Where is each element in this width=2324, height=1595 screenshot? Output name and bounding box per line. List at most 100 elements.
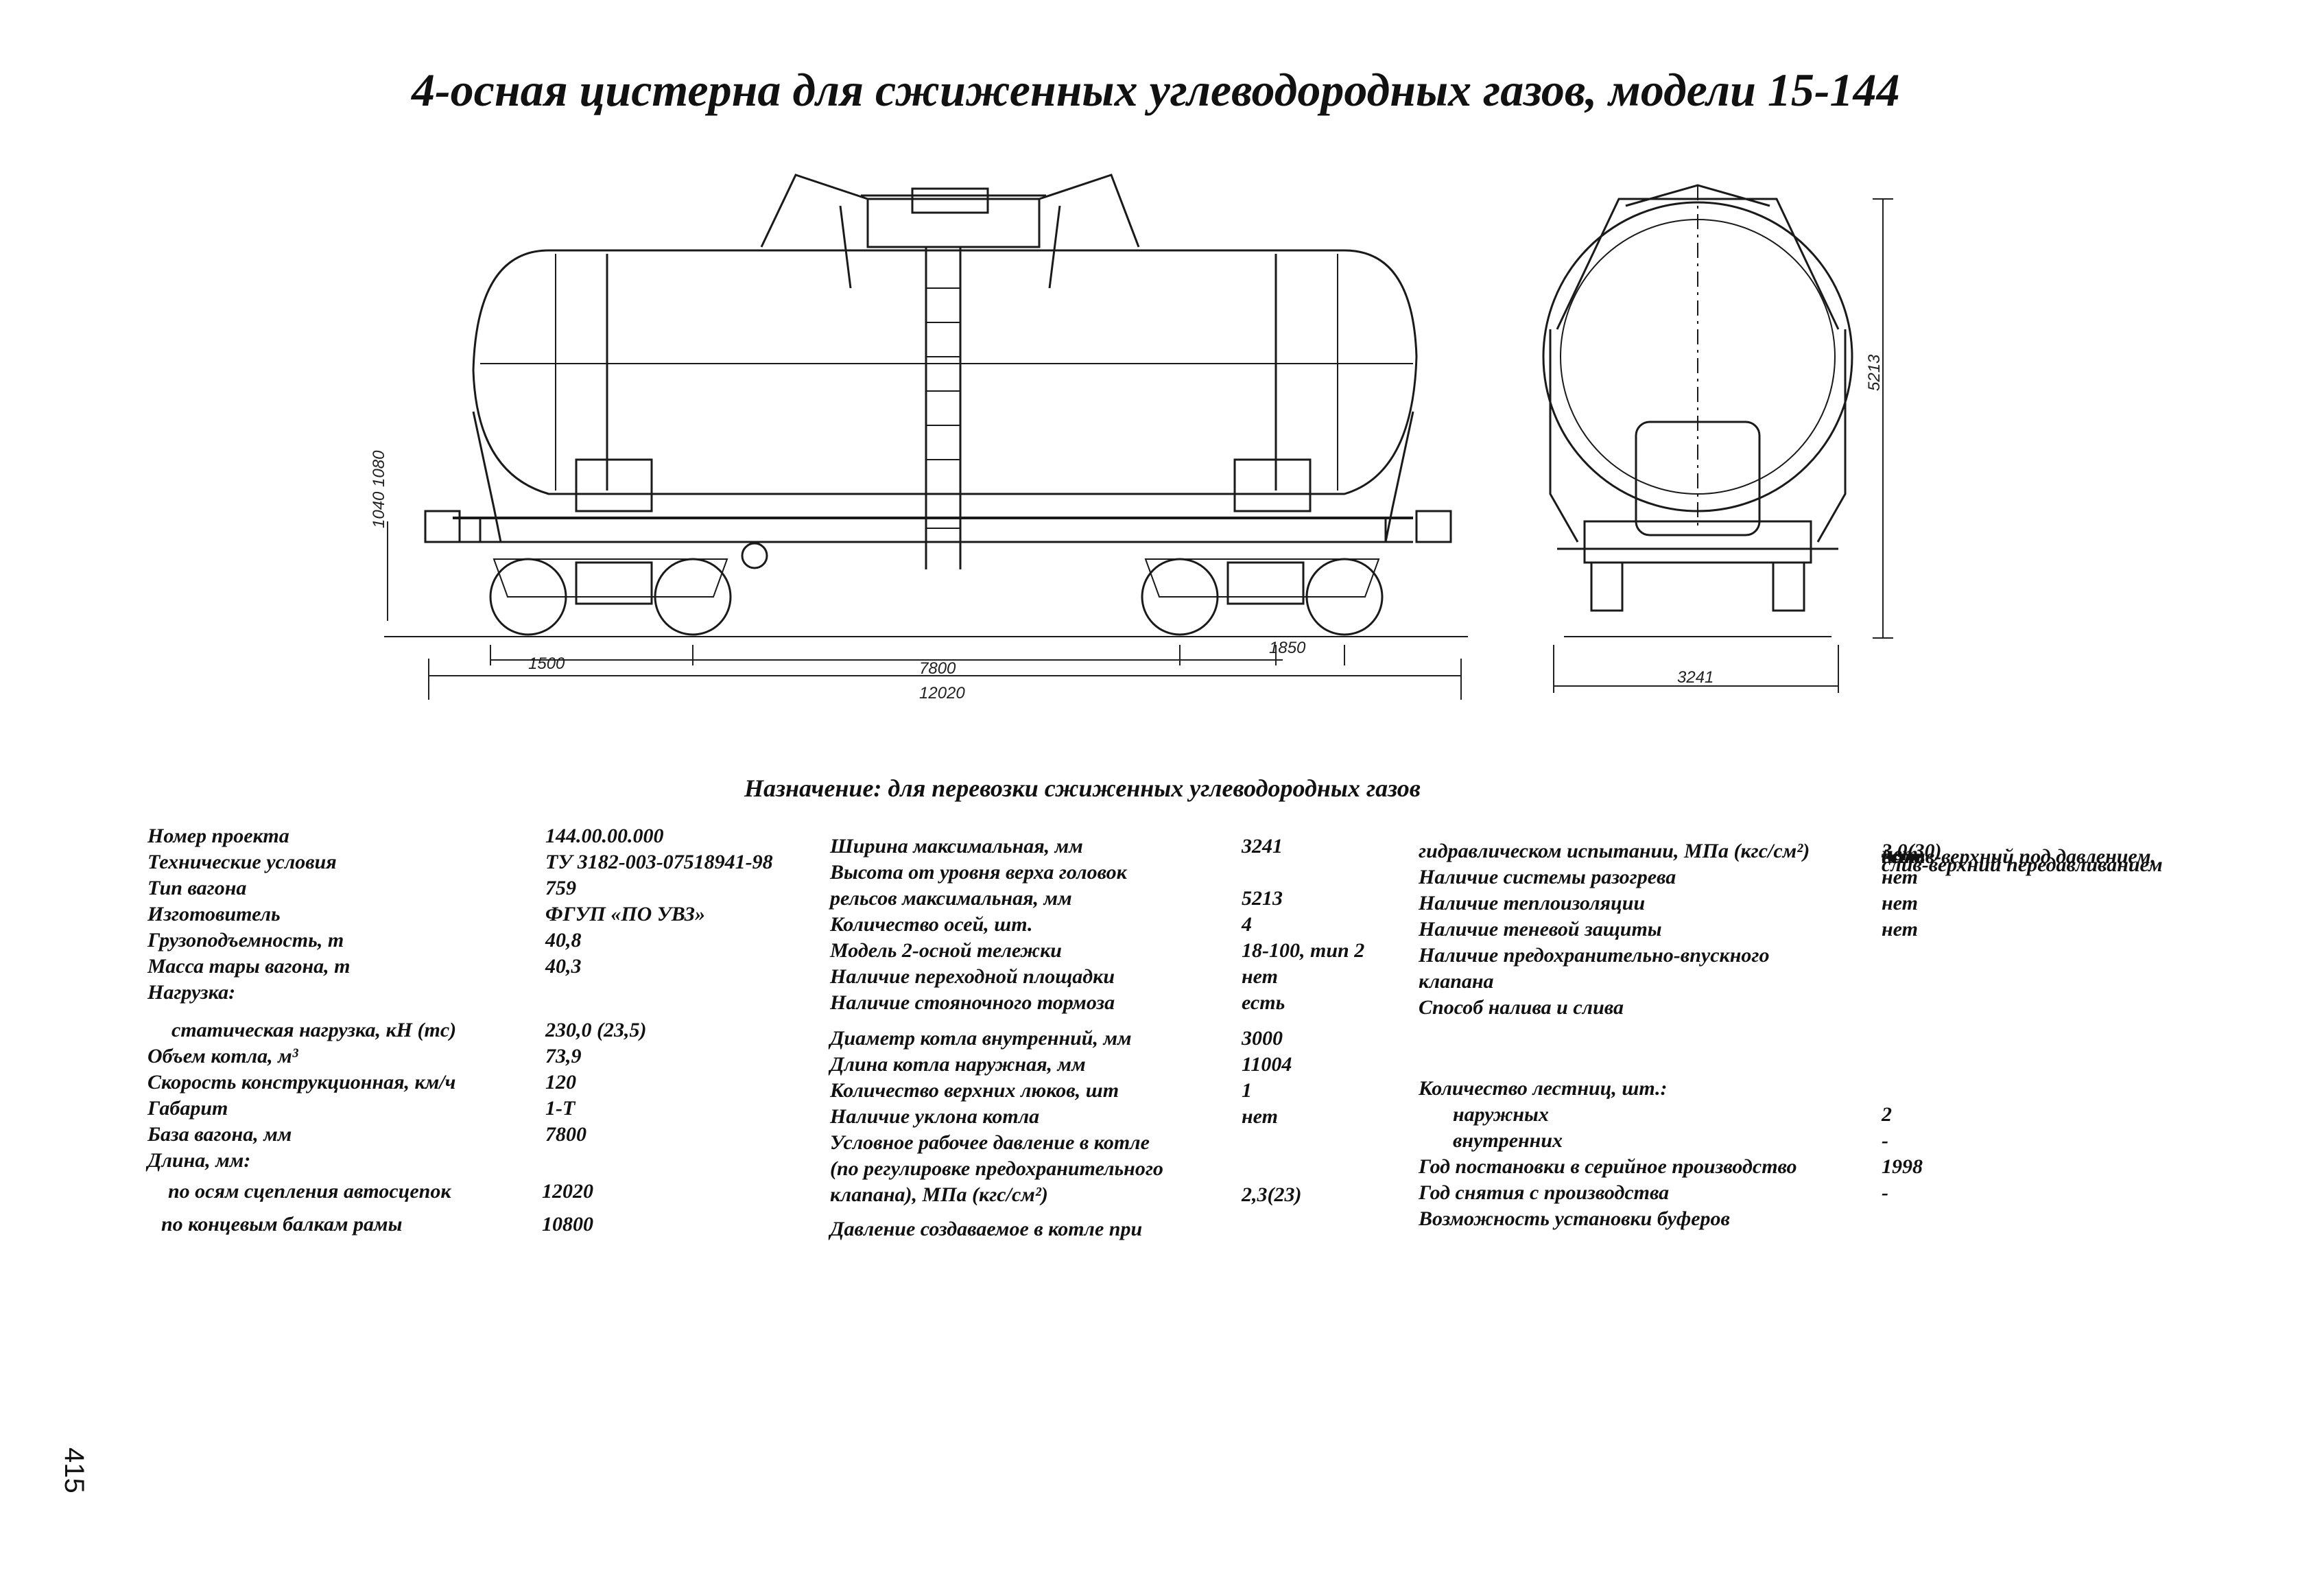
spec-value: 73,9 [545,1045,582,1067]
spec-value: 11004 [1242,1053,1292,1076]
spec-value: 1998 [1882,1155,1923,1178]
spec-value: нет [1882,892,1918,914]
spec-row: Масса тары вагона, т 40,3 [147,954,833,980]
spec-value: 1 [1242,1079,1252,1102]
tank-car-drawing: 1500 7800 1850 12020 1040 1080 3241 5213 [370,0,2324,702]
spec-value: нет [1882,866,1918,888]
spec-label: Грузоподъемность, т [147,929,344,952]
spec-value: 40,3 [545,955,582,978]
spec-value: нет [1882,842,1918,865]
spec-value: 2,3(23) [1242,1183,1302,1206]
spec-row: Объем котла, м³ 73,9 [147,1043,833,1070]
spec-value: 230,0 (23,5) [545,1019,647,1041]
spec-row: Год постановки в серийное производство 19… [1419,1154,2187,1180]
spec-row: внутренних- [1419,1128,2187,1154]
page-title: 4-осная цистерна для сжиженных углеводор… [412,64,1900,116]
spec-row: Наличие теплоизоляции нет [1419,890,2187,917]
spec-label: Наличие системы разогрева [1419,866,1676,888]
spec-label: рельсов максимальная, мм [830,887,1072,910]
spec-label: Диаметр котла внутренний, мм [830,1027,1132,1050]
spec-label: клапана), МПа (кгс/см²) [830,1183,1048,1206]
spec-value: есть [1242,991,1285,1014]
spec-label: Возможность установки буферов [1419,1207,1730,1230]
spec-value: ТУ 3182-003-07518941-98 [545,851,773,873]
spec-value: 120 [545,1071,576,1094]
spec-value: налив-верхний под давлением, [1882,845,2157,868]
spec-row: статическая нагрузка, кН (тс) 230,0 (23,5… [147,1017,833,1043]
spec-label: Год постановки в серийное производство [1419,1155,1797,1178]
spec-label: Наличие переходной площадки [830,965,1115,988]
spec-label: гидравлическом испытании, МПа (кгс/см²) [1419,840,1810,862]
spec-label: по осям сцепления автосцепок [168,1180,451,1203]
spec-row: Количество осей, шт. 4 [830,912,1413,938]
spec-column-1: Номер проекта 144.00.00.000 Технические у… [147,823,833,1238]
spec-label: Наличие стояночного тормоза [830,991,1115,1014]
spec-label: Масса тары вагона, т [147,955,351,978]
spec-row: (по регулировке предохранительного [830,1156,1413,1182]
page-number: 415 [59,1448,89,1493]
spec-value: 4 [1242,913,1252,936]
spec-row: Возможность установки буферов нет [1419,842,2187,1232]
dim-12020: 12020 [919,684,965,702]
spec-row: Номер проекта 144.00.00.000 [147,823,833,849]
spec-label: Технические условия [147,851,337,873]
spec-value: слив-верхний передавливанием [1882,853,2163,876]
spec-label: Условное рабочее давление в котле [830,1131,1150,1154]
spec-row: Диаметр котла внутренний, мм 3000 [830,1026,1413,1052]
spec-label: клапана [1419,970,1494,993]
spec-label: статическая нагрузка, кН (тс) [171,1019,457,1041]
spec-label: наружных [1453,1103,1549,1126]
spec-label: Наличие теплоизоляции [1419,892,1646,914]
spec-row: Технические условия ТУ 3182-003-07518941-… [147,849,833,875]
spec-value: есть [1882,845,1925,868]
spec-value: 10800 [542,1213,593,1236]
spec-row: слив-верхний передавливанием [1419,853,2187,1076]
spec-row: наружных 2 [1419,1102,2187,1128]
spec-value: 2 [1882,1103,1892,1126]
spec-label: Скорость конструкционная, км/ч [147,1071,456,1094]
spec-label: Модель 2-осной тележки [830,939,1062,962]
spec-label: Объем котла, м³ [147,1045,298,1067]
spec-label: Номер проекта [147,825,289,847]
spec-row: Количество лестниц, шт.: [1419,1076,2187,1102]
spec-row: Условное рабочее давление в котле [830,1130,1413,1156]
spec-row: Давление создаваемое в котле при [830,1216,1413,1242]
spec-value: 144.00.00.000 [545,825,664,847]
spec-value: 3000 [1242,1027,1283,1050]
spec-value: 1-Т [545,1097,576,1120]
spec-label: Количество лестниц, шт.: [1419,1077,1668,1100]
dim-1500: 1500 [528,654,565,673]
spec-value: - [1882,1129,1888,1152]
spec-label: Способ налива и слива [1419,996,1624,1019]
spec-row: Длина котла наружная, мм 11004 [830,1052,1413,1078]
spec-row: Длина, мм: [147,1148,833,1179]
purpose-heading: Назначение: для перевозки сжиженных угле… [744,775,1421,802]
spec-label: Количество верхних люков, шт [830,1079,1119,1102]
spec-row: Наличие стояночного тормоза есть [830,990,1413,1026]
spec-value: 3,0(30) [1882,840,1942,862]
spec-row: Количество верхних люков, шт 1 [830,1078,1413,1104]
spec-row: Скорость конструкционная, км/ч 120 [147,1070,833,1096]
spec-label: Количество осей, шт. [830,913,1033,936]
spec-row: Высота от уровня верха головок [830,860,1413,886]
spec-label: Изготовитель [147,903,281,925]
spec-value: - [1882,1181,1888,1204]
spec-value: 3241 [1242,835,1283,858]
spec-label: Длина котла наружная, мм [830,1053,1086,1076]
spec-label: База вагона, мм [147,1123,292,1146]
spec-label: Ширина максимальная, мм [830,835,1083,858]
spec-label: Наличие теневой защиты [1419,918,1662,941]
spec-value: 18-100, тип 2 [1242,939,1365,962]
spec-value: 40,8 [545,929,582,952]
spec-label: Высота от уровня верха головок [830,861,1127,884]
spec-label: Наличие уклона котла [830,1105,1040,1128]
dim-7800: 7800 [919,659,956,678]
spec-value: нет [1242,1105,1278,1128]
tank-body [473,250,1416,494]
